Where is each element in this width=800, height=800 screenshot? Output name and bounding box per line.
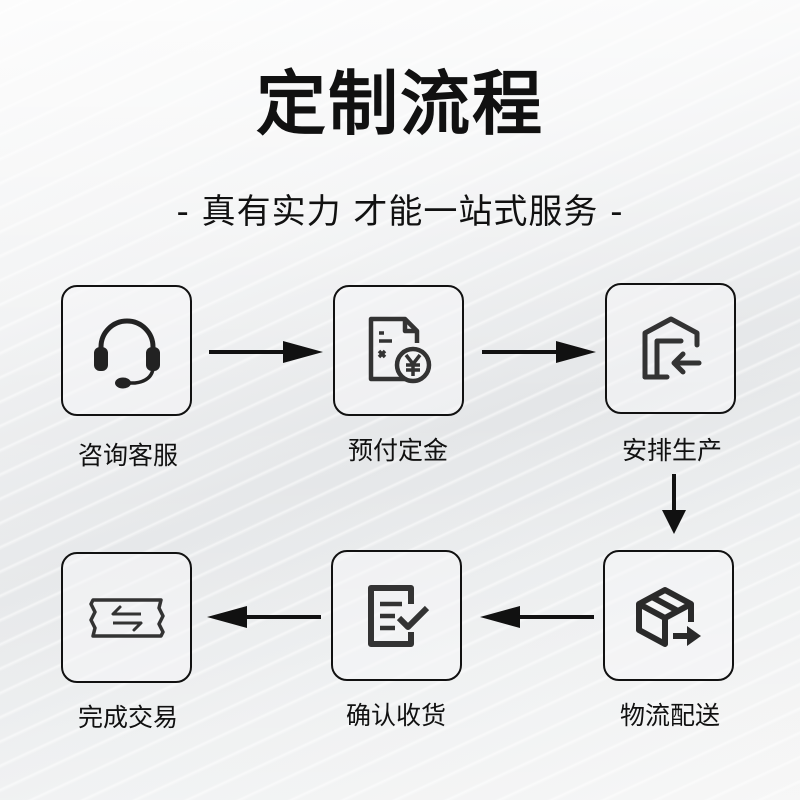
step-deposit-box [333, 285, 464, 416]
warehouse-inbound-icon [642, 316, 701, 379]
step-label-production: 安排生产 [621, 436, 722, 465]
step-label-complete: 完成交易 [77, 703, 178, 732]
step-consult-box [61, 285, 192, 416]
step-shipping-box [603, 550, 734, 681]
checklist-icon [367, 584, 429, 647]
arrow-down-icon [662, 474, 686, 534]
step-complete-box [61, 552, 192, 683]
step-label-deposit: 预付定金 [347, 436, 448, 465]
invoice-yuan-icon [368, 316, 431, 383]
arrow-right-icon [482, 341, 596, 363]
package-shipping-icon [635, 586, 701, 647]
step-label-confirm: 确认收货 [345, 701, 446, 730]
arrow-left-icon [480, 606, 594, 628]
step-label-shipping: 物流配送 [619, 701, 720, 730]
headset-icon [93, 318, 160, 388]
page-title: 定制流程 [256, 63, 544, 145]
arrow-left-icon [207, 606, 321, 628]
step-label-consult: 咨询客服 [77, 441, 178, 470]
step-production-box [605, 283, 736, 414]
ticket-exchange-icon [88, 597, 165, 638]
step-confirm-box [331, 550, 462, 681]
arrow-right-icon [209, 341, 323, 363]
page-subtitle: - 真有实力 才能一站式服务 - [176, 192, 624, 232]
